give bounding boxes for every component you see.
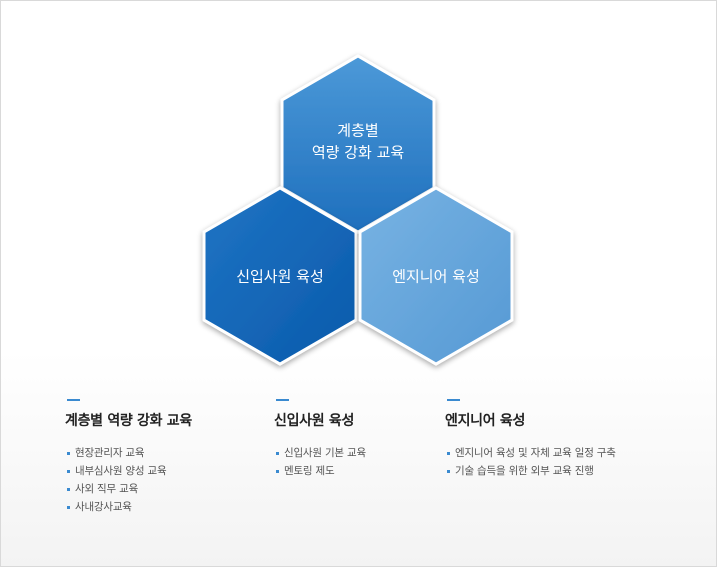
column-list: 엔지니어 육성 및 자체 교육 일정 구축 기술 습득을 위한 외부 교육 진행: [445, 444, 616, 480]
list-item: 신입사원 기본 교육: [274, 444, 366, 462]
column-new-employee: 신입사원 육성 신입사원 기본 교육 멘토링 제도: [274, 399, 366, 480]
column-list: 신입사원 기본 교육 멘토링 제도: [274, 444, 366, 480]
hexagon-top: 계층별 역량 강화 교육: [280, 54, 436, 234]
column-accent-dash: [67, 399, 80, 401]
list-item: 내부심사원 양성 교육: [65, 462, 192, 480]
column-title: 계층별 역량 강화 교육: [65, 413, 192, 429]
column-accent-dash: [447, 399, 460, 401]
list-item: 현장관리자 교육: [65, 444, 192, 462]
hexagon-right-label: 엔지니어 육성: [392, 268, 480, 286]
column-engineer: 엔지니어 육성 엔지니어 육성 및 자체 교육 일정 구축 기술 습득을 위한 …: [445, 399, 616, 480]
hexagon-top-label-1: 계층별: [337, 122, 378, 140]
hexagon-left-label: 신입사원 육성: [236, 268, 324, 286]
hexagon-top-label-2: 역량 강화 교육: [312, 144, 404, 162]
column-title: 신입사원 육성: [274, 413, 355, 429]
column-level-training: 계층별 역량 강화 교육 현장관리자 교육 내부심사원 양성 교육 사외 직무 …: [65, 399, 192, 516]
column-title: 엔지니어 육성: [445, 413, 526, 429]
list-item: 사내강사교육: [65, 498, 192, 516]
list-item: 기술 습득을 위한 외부 교육 진행: [445, 462, 616, 480]
hexagon-right: 엔지니어 육성: [358, 186, 514, 366]
list-item: 엔지니어 육성 및 자체 교육 일정 구축: [445, 444, 616, 462]
list-item: 사외 직무 교육: [65, 480, 192, 498]
column-accent-dash: [276, 399, 289, 401]
column-list: 현장관리자 교육 내부심사원 양성 교육 사외 직무 교육 사내강사교육: [65, 444, 192, 516]
hexagon-left: 신입사원 육성: [202, 186, 358, 366]
list-item: 멘토링 제도: [274, 462, 366, 480]
